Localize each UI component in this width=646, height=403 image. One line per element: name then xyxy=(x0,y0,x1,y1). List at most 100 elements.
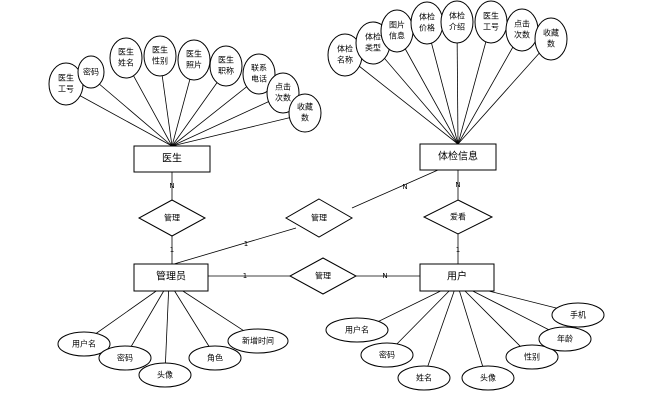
svg-text:新增时间: 新增时间 xyxy=(242,336,274,346)
cardinality-admin-doctor-rel: 1 xyxy=(170,246,174,254)
cardinality-user-admin-rel: N xyxy=(382,272,387,280)
doctor-attr-title: 医生 职称 xyxy=(209,45,243,87)
entity-admin: 管理员 xyxy=(133,263,209,292)
svg-text:手机: 手机 xyxy=(570,310,586,320)
admin-attr-role: 角色 xyxy=(188,345,242,371)
admin-attr-avatar: 头像 xyxy=(138,362,192,388)
svg-text:体检: 体检 xyxy=(449,11,465,21)
user-attr-username: 用户名 xyxy=(325,317,389,343)
checkup-attr-doctor-id: 医生 工号 xyxy=(474,0,508,44)
cardinality-marks: N 1 1 N N 1 1 N xyxy=(169,181,460,280)
svg-text:收藏: 收藏 xyxy=(297,102,313,112)
admin-attr-username: 用户名 xyxy=(57,331,111,357)
user-attr-avatar: 头像 xyxy=(461,365,515,391)
cardinality-checkup-admin-rel: N xyxy=(402,183,407,191)
checkup-attr-clicks: 点击 次数 xyxy=(505,8,539,52)
relationship-favorite: 爱看 xyxy=(422,199,494,235)
svg-text:医生: 医生 xyxy=(118,47,134,57)
svg-text:电话: 电话 xyxy=(251,74,267,84)
user-attr-gender: 性别 xyxy=(505,344,559,370)
svg-text:头像: 头像 xyxy=(480,373,496,383)
cardinality-admin-user-rel: 1 xyxy=(243,272,247,280)
svg-text:用户名: 用户名 xyxy=(72,339,96,349)
svg-text:介绍: 介绍 xyxy=(449,22,465,32)
svg-text:体检: 体检 xyxy=(365,32,381,42)
admin-attributes: 用户名 密码 头像 角色 新增时间 xyxy=(57,328,289,388)
svg-text:职称: 职称 xyxy=(218,66,234,76)
svg-text:体检: 体检 xyxy=(419,12,435,22)
svg-text:医生: 医生 xyxy=(58,73,74,83)
svg-text:数: 数 xyxy=(547,39,555,49)
svg-text:用户名: 用户名 xyxy=(345,325,369,335)
svg-text:数: 数 xyxy=(301,113,309,123)
user-attr-name: 姓名 xyxy=(397,365,451,391)
cardinality-user-fav: 1 xyxy=(456,246,460,254)
svg-text:图片: 图片 xyxy=(389,20,405,30)
cardinality-doctor-rel: N xyxy=(169,182,174,190)
relationship-manage-user: 管理 xyxy=(288,257,358,295)
svg-text:医生: 医生 xyxy=(186,49,202,59)
svg-text:收藏: 收藏 xyxy=(543,28,559,38)
cardinality-checkup-fav: N xyxy=(455,181,460,189)
checkup-attr-price: 体检 价格 xyxy=(410,1,444,45)
svg-text:体检: 体检 xyxy=(337,44,353,54)
svg-text:头像: 头像 xyxy=(157,370,173,380)
svg-text:密码: 密码 xyxy=(379,350,395,360)
svg-text:点击: 点击 xyxy=(514,19,530,29)
user-attributes: 用户名 密码 姓名 头像 性别 年龄 手机 xyxy=(325,302,605,391)
user-attr-phone: 手机 xyxy=(551,302,605,328)
doctor-attr-password: 密码 xyxy=(77,55,105,89)
entity-checkup: 体检信息 xyxy=(419,143,497,171)
svg-text:点击: 点击 xyxy=(275,82,291,92)
cardinality-admin-checkup-rel: 1 xyxy=(244,240,248,248)
svg-text:体检信息: 体检信息 xyxy=(438,150,478,163)
svg-text:性别: 性别 xyxy=(524,352,540,362)
doctor-attr-photo: 医生 照片 xyxy=(177,39,211,81)
relationship-manage-doctor: 管理 xyxy=(137,199,207,237)
svg-text:信息: 信息 xyxy=(389,31,405,41)
svg-text:用户: 用户 xyxy=(447,270,467,283)
svg-text:工号: 工号 xyxy=(58,85,74,94)
checkup-attr-intro: 体检 介绍 xyxy=(440,0,474,44)
relationship-manage-checkup: 管理 xyxy=(284,198,354,238)
entity-doctor: 医生 xyxy=(133,145,211,173)
checkup-attr-image: 图片 信息 xyxy=(380,9,414,53)
svg-text:价格: 价格 xyxy=(419,23,435,33)
svg-text:管理: 管理 xyxy=(315,271,331,281)
doctor-attr-phone: 联系 电话 xyxy=(242,53,276,95)
checkup-attributes: 体检 名称 体检 类型 图片 信息 体检 价格 体检 介绍 医生 工号 xyxy=(327,0,568,77)
user-attr-age: 年龄 xyxy=(538,326,592,352)
svg-text:医生: 医生 xyxy=(162,152,182,165)
doctor-attr-favorites: 收藏 数 xyxy=(288,93,322,133)
admin-attr-password: 密码 xyxy=(98,345,152,371)
svg-text:联系: 联系 xyxy=(251,63,267,73)
svg-text:姓名: 姓名 xyxy=(416,373,432,383)
doctor-attributes: 医生 工号 密码 医生 姓名 医生 性别 医生 照片 医生 职称 xyxy=(48,35,322,133)
entity-user: 用户 xyxy=(419,263,495,292)
admin-attr-created-time: 新增时间 xyxy=(227,328,289,354)
svg-text:次数: 次数 xyxy=(514,30,530,40)
svg-text:次数: 次数 xyxy=(275,93,291,103)
svg-text:工号: 工号 xyxy=(483,23,499,32)
svg-text:医生: 医生 xyxy=(483,11,499,21)
svg-text:密码: 密码 xyxy=(117,353,133,363)
svg-text:医生: 医生 xyxy=(218,55,234,65)
doctor-attr-gender: 医生 性别 xyxy=(143,35,177,77)
svg-text:年龄: 年龄 xyxy=(557,334,573,344)
checkup-attr-favorites: 收藏 数 xyxy=(534,17,568,61)
doctor-attr-name: 医生 姓名 xyxy=(109,37,143,79)
checkup-attr-name: 体检 名称 xyxy=(327,33,363,77)
svg-text:管理员: 管理员 xyxy=(156,270,186,283)
svg-text:爱看: 爱看 xyxy=(450,213,466,222)
svg-text:密码: 密码 xyxy=(83,67,99,77)
svg-text:医生: 医生 xyxy=(152,45,168,55)
svg-text:名称: 名称 xyxy=(337,55,353,65)
svg-text:姓名: 姓名 xyxy=(118,58,134,68)
svg-text:性别: 性别 xyxy=(152,56,168,66)
user-attr-password: 密码 xyxy=(360,342,414,368)
svg-text:类型: 类型 xyxy=(365,43,381,53)
svg-text:角色: 角色 xyxy=(207,353,223,363)
svg-text:管理: 管理 xyxy=(311,213,327,223)
svg-text:管理: 管理 xyxy=(164,213,180,223)
